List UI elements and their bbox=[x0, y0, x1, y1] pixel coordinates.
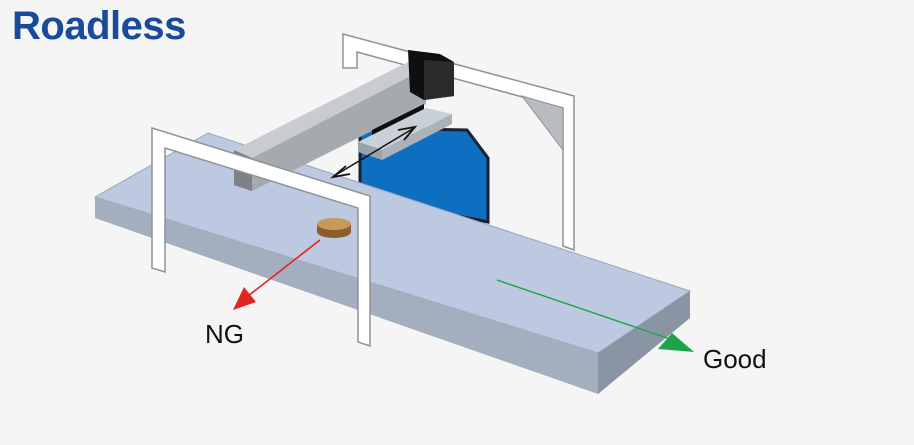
reject-label: NG bbox=[205, 319, 244, 349]
arm-front bbox=[252, 68, 426, 191]
arrow-right-icon bbox=[496, 279, 694, 352]
part-disc bbox=[317, 218, 351, 238]
gantry-arm bbox=[234, 62, 426, 191]
sensor-plate-front bbox=[382, 114, 452, 160]
front-frame bbox=[151, 126, 371, 348]
conveyor-end bbox=[598, 291, 690, 394]
conveyor-front bbox=[95, 197, 598, 394]
sensor-plate-side bbox=[358, 142, 382, 160]
double-arrow-icon bbox=[329, 125, 418, 179]
page-title: Roadless bbox=[12, 4, 186, 48]
arrow-down-left-icon bbox=[233, 239, 321, 310]
actuator-face bbox=[424, 60, 454, 100]
rear-frame-gusset bbox=[520, 95, 564, 152]
rear-frame bbox=[342, 33, 575, 252]
pass-label: Good bbox=[703, 344, 767, 374]
front-frame-body bbox=[151, 126, 371, 348]
arm-top bbox=[234, 62, 426, 158]
